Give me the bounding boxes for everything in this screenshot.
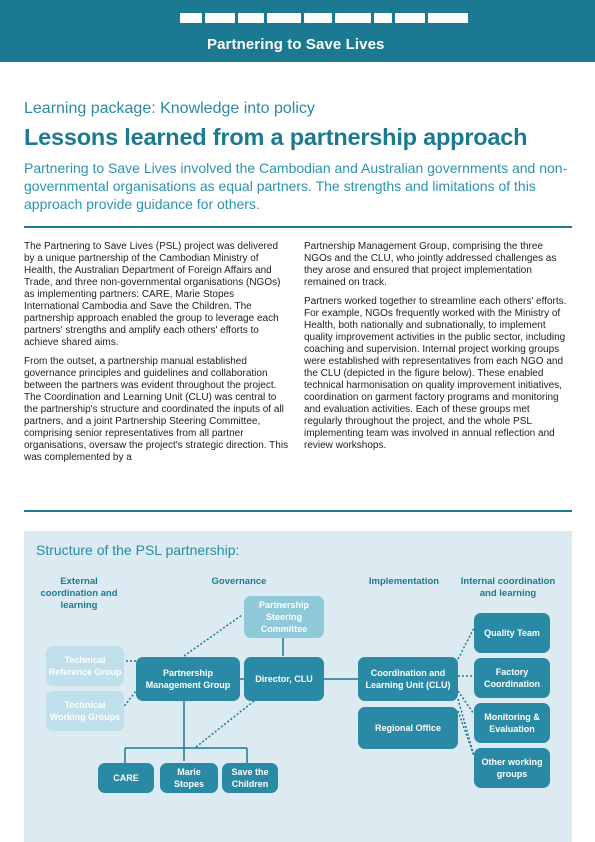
header-banner: Partnering to Save Lives	[0, 0, 595, 62]
body-column-left: The Partnering to Save Lives (PSL) proje…	[24, 241, 290, 471]
node-save-the-children: Save the Children	[222, 763, 278, 793]
connector-line	[457, 698, 475, 757]
header-external: External coordination and learning	[40, 576, 118, 611]
node-management-group: Partnership Management Group	[136, 657, 240, 701]
partnership-figure: Structure of the PSL partnership:	[24, 531, 572, 842]
body-paragraph: The Partnering to Save Lives (PSL) proje…	[24, 241, 281, 348]
body-paragraph: From the outset, a partnership manual es…	[24, 356, 289, 463]
khmer-title-logo	[180, 13, 480, 25]
node-monitoring-evaluation: Monitoring & Evaluation	[474, 703, 550, 743]
node-care: CARE	[98, 763, 154, 793]
connector-line	[457, 627, 475, 660]
header-implementation: Implementation	[368, 576, 440, 587]
node-quality-team: Quality Team	[474, 613, 550, 653]
node-director-clu: Director, CLU	[244, 657, 324, 701]
node-other-working-groups: Other working groups	[474, 748, 550, 788]
connector-line	[457, 690, 475, 715]
node-regional-office: Regional Office	[358, 707, 458, 749]
node-steering-committee: Partnership Steering Committee	[244, 596, 324, 638]
node-technical-reference-group: Technical Reference Group	[46, 646, 124, 686]
body-paragraph: Partnership Management Group, comprising…	[304, 241, 557, 288]
figure-connectors	[121, 614, 475, 763]
header-title: Partnering to Save Lives	[207, 36, 385, 53]
header-internal: Internal coordination and learning	[460, 576, 556, 599]
body-column-right: Partnership Management Group, comprising…	[304, 241, 570, 459]
connector-line	[195, 700, 255, 748]
divider-top	[24, 226, 572, 228]
lede-paragraph: Partnering to Save Lives involved the Ca…	[24, 160, 568, 212]
body-paragraph: Partners worked together to streamline e…	[304, 296, 567, 451]
node-factory-coordination: Factory Coordination	[474, 658, 550, 698]
node-marie-stopes: Marie Stopes	[160, 763, 218, 793]
connector-line	[457, 710, 475, 757]
figure-title: Structure of the PSL partnership:	[36, 542, 240, 558]
connector-line	[183, 614, 243, 657]
kicker-text: Learning package: Knowledge into policy	[24, 100, 315, 117]
node-clu: Coordination and Learning Unit (CLU)	[358, 657, 458, 701]
divider-bottom	[24, 510, 572, 512]
node-technical-working-groups: Technical Working Groups	[46, 691, 124, 731]
connector-line	[121, 690, 137, 710]
header-governance: Governance	[211, 576, 267, 587]
page-title: Lessons learned from a partnership appro…	[24, 124, 528, 150]
